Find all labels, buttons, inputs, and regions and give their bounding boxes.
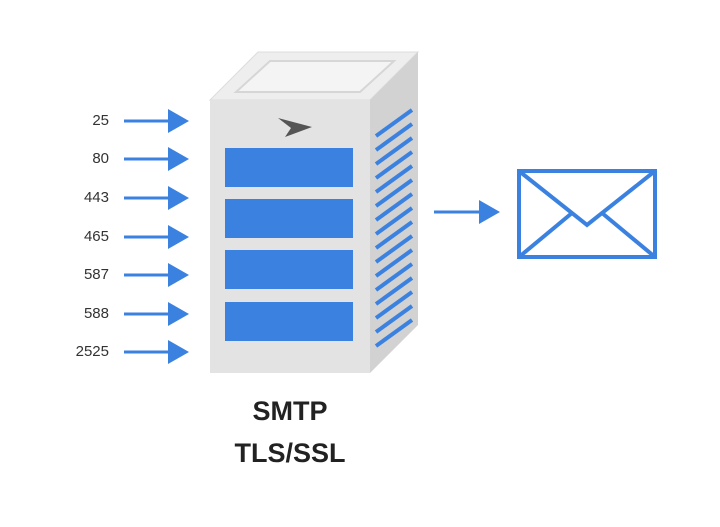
port-label: 2525 — [75, 343, 109, 360]
server-drive-bay — [225, 250, 353, 289]
server-drive-bay — [225, 148, 353, 187]
port-label: 587 — [83, 266, 109, 283]
port-label: 465 — [83, 228, 109, 245]
port-label: 25 — [92, 112, 109, 129]
envelope-icon — [517, 169, 657, 259]
server — [208, 51, 420, 373]
server-top-inset — [233, 60, 397, 93]
server-vents — [374, 108, 414, 348]
caption-security: TLS/SSL — [234, 438, 346, 468]
server-side — [370, 52, 418, 373]
port-label: 588 — [83, 305, 109, 322]
port-arrows — [124, 109, 189, 364]
server-drive-bay — [225, 302, 353, 341]
caption-protocol: SMTP — [252, 396, 328, 426]
port-label: 443 — [83, 189, 109, 206]
server-drive-bay — [225, 199, 353, 238]
paper-plane-icon — [278, 118, 312, 137]
port-label: 80 — [92, 150, 109, 167]
